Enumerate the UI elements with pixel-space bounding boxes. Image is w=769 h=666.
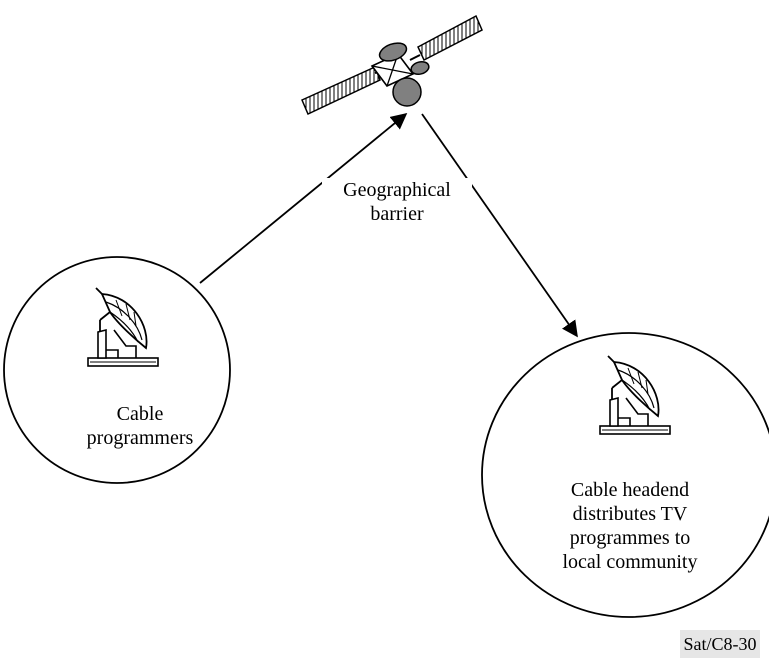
label-line: programmes to: [569, 527, 691, 549]
label-line: Geographical: [343, 179, 451, 201]
cable-headend-label: Cable headend distributes TV programmes …: [530, 478, 730, 574]
satellite-dish-icon: [87, 287, 159, 367]
label-line: barrier: [370, 203, 424, 225]
label-line: Cable headend: [570, 479, 690, 501]
satellite-icon: [301, 14, 483, 116]
cable-headend-region: [481, 332, 769, 618]
label-line: programmers: [86, 427, 194, 449]
label-line: Cable: [116, 403, 164, 425]
geographical-barrier-label: Geographical barrier: [322, 178, 472, 226]
label-line: local community: [562, 551, 698, 573]
label-line: distributes TV: [572, 503, 688, 525]
downlink-arrow: [421, 113, 578, 338]
uplink-arrow: [199, 112, 408, 284]
cable-programmers-label: Cable programmers: [70, 402, 210, 450]
cable-programmers-region: [3, 256, 231, 484]
figure-reference: Sat/C8-30: [680, 630, 760, 658]
satellite-dish-icon: [599, 355, 671, 435]
